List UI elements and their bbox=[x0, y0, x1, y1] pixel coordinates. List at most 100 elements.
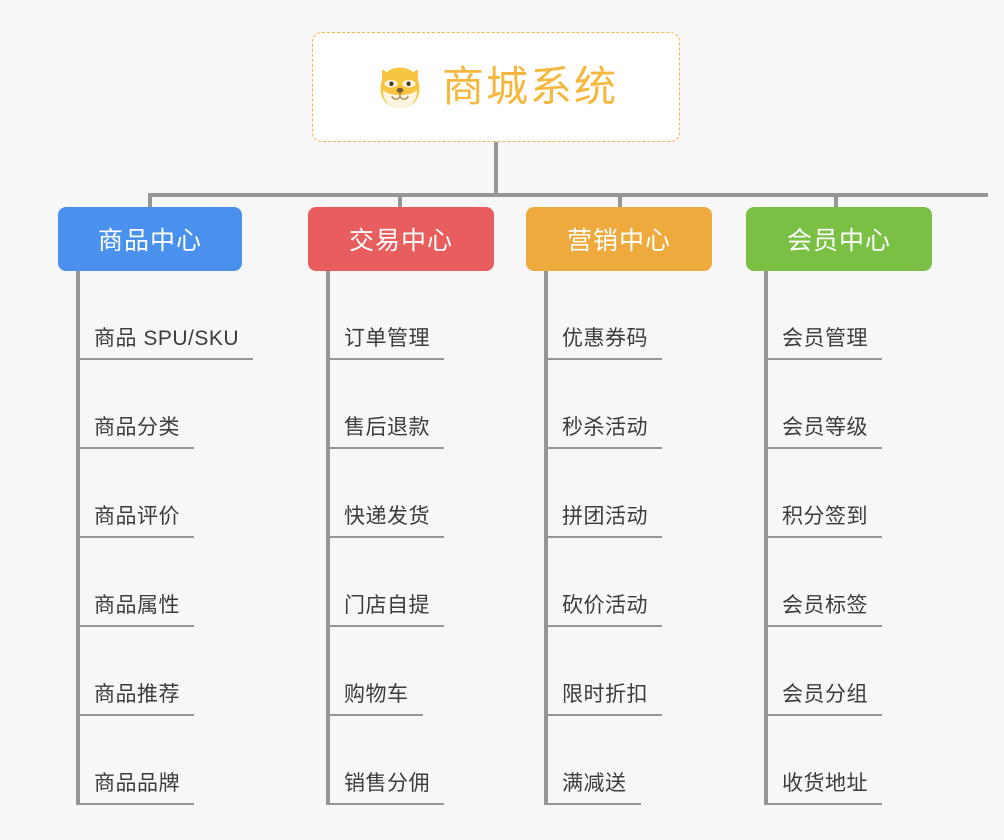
leaf-item[interactable]: 商品推荐 bbox=[76, 627, 253, 716]
leaf-item[interactable]: 拼团活动 bbox=[544, 449, 662, 538]
leaf-label: 收货地址 bbox=[782, 772, 868, 795]
leaf-label: 商品品牌 bbox=[94, 772, 180, 795]
leaf-item[interactable]: 限时折扣 bbox=[544, 627, 662, 716]
leaf-item[interactable]: 商品 SPU/SKU bbox=[76, 271, 254, 360]
leaf-underline: 商品属性 bbox=[80, 589, 194, 627]
branch-column-member: 会员中心会员管理会员等级积分签到会员标签会员分组收货地址 bbox=[746, 207, 932, 805]
leaf-underline: 优惠券码 bbox=[548, 322, 662, 360]
leaf-underline: 商品推荐 bbox=[80, 678, 194, 716]
leaf-label: 限时折扣 bbox=[562, 683, 648, 706]
leaf-label: 会员管理 bbox=[782, 327, 868, 350]
branch-spine-trade bbox=[326, 271, 330, 805]
leaf-label: 满减送 bbox=[562, 772, 627, 795]
connector-stem bbox=[494, 142, 498, 195]
leaf-label: 商品评价 bbox=[94, 505, 180, 528]
branch-column-trade: 交易中心订单管理售后退款快递发货门店自提购物车销售分佣 bbox=[308, 207, 494, 805]
leaf-underline: 售后退款 bbox=[330, 411, 444, 449]
connector-drop-3 bbox=[618, 193, 622, 209]
leaf-underline: 积分签到 bbox=[768, 500, 882, 538]
connector-drop-1 bbox=[148, 193, 152, 209]
leaf-label: 商品 SPU/SKU bbox=[94, 327, 240, 350]
leaf-item[interactable]: 商品属性 bbox=[76, 538, 253, 627]
leaf-label: 优惠券码 bbox=[562, 327, 648, 350]
leaf-item[interactable]: 售后退款 bbox=[326, 360, 444, 449]
leaf-label: 拼团活动 bbox=[562, 505, 648, 528]
leaf-item[interactable]: 商品品牌 bbox=[76, 716, 253, 805]
leaf-item[interactable]: 订单管理 bbox=[326, 271, 444, 360]
leaf-item[interactable]: 销售分佣 bbox=[326, 716, 444, 805]
leaf-underline: 商品分类 bbox=[80, 411, 194, 449]
branch-column-product: 商品中心商品 SPU/SKU 商品分类商品评价商品属性商品推荐商品品牌 bbox=[58, 207, 254, 805]
branch-spine-member bbox=[764, 271, 768, 805]
leaf-label: 积分签到 bbox=[782, 505, 868, 528]
leaf-list-member: 会员管理会员等级积分签到会员标签会员分组收货地址 bbox=[764, 271, 882, 805]
leaf-list-marketing: 优惠券码秒杀活动拼团活动砍价活动限时折扣满减送 bbox=[544, 271, 662, 805]
leaf-underline: 满减送 bbox=[548, 767, 641, 805]
leaf-label: 快递发货 bbox=[344, 505, 430, 528]
branch-column-marketing: 营销中心优惠券码秒杀活动拼团活动砍价活动限时折扣满减送 bbox=[526, 207, 712, 805]
shiba-dog-icon bbox=[380, 67, 420, 109]
leaf-label: 会员分组 bbox=[782, 683, 868, 706]
leaf-underline: 订单管理 bbox=[330, 322, 444, 360]
leaf-underline: 会员等级 bbox=[768, 411, 882, 449]
leaf-label: 门店自提 bbox=[344, 594, 430, 617]
leaf-item[interactable]: 砍价活动 bbox=[544, 538, 662, 627]
leaf-label: 购物车 bbox=[344, 683, 409, 706]
leaf-item[interactable]: 商品评价 bbox=[76, 449, 253, 538]
category-box-marketing[interactable]: 营销中心 bbox=[526, 207, 712, 271]
leaf-label: 商品属性 bbox=[94, 594, 180, 617]
category-label: 商品中心 bbox=[97, 227, 202, 255]
leaf-item[interactable]: 收货地址 bbox=[764, 716, 882, 805]
category-label: 营销中心 bbox=[566, 227, 671, 255]
root-title: 商城系统 bbox=[441, 63, 618, 110]
leaf-list-trade: 订单管理售后退款快递发货门店自提购物车销售分佣 bbox=[326, 271, 444, 805]
category-box-product[interactable]: 商品中心 bbox=[58, 207, 242, 271]
leaf-underline: 门店自提 bbox=[330, 589, 444, 627]
leaf-item[interactable]: 满减送 bbox=[544, 716, 662, 805]
leaf-underline: 会员管理 bbox=[768, 322, 882, 360]
category-label: 交易中心 bbox=[348, 227, 453, 255]
leaf-underline: 商品 SPU/SKU bbox=[80, 322, 254, 360]
leaf-underline: 收货地址 bbox=[768, 767, 882, 805]
leaf-item[interactable]: 购物车 bbox=[326, 627, 444, 716]
leaf-item[interactable]: 会员标签 bbox=[764, 538, 882, 627]
category-box-member[interactable]: 会员中心 bbox=[746, 207, 932, 271]
leaf-underline: 砍价活动 bbox=[548, 589, 662, 627]
leaf-label: 订单管理 bbox=[344, 327, 430, 350]
leaf-underline: 秒杀活动 bbox=[548, 411, 662, 449]
leaf-label: 销售分佣 bbox=[344, 772, 430, 795]
leaf-item[interactable]: 秒杀活动 bbox=[544, 360, 662, 449]
leaf-item[interactable]: 积分签到 bbox=[764, 449, 882, 538]
leaf-underline: 拼团活动 bbox=[548, 500, 662, 538]
leaf-underline: 商品品牌 bbox=[80, 767, 194, 805]
leaf-item[interactable]: 会员管理 bbox=[764, 271, 882, 360]
leaf-underline: 会员标签 bbox=[768, 589, 882, 627]
category-label: 会员中心 bbox=[786, 227, 891, 255]
leaf-underline: 会员分组 bbox=[768, 678, 882, 716]
leaf-label: 会员等级 bbox=[782, 416, 868, 439]
leaf-underline: 购物车 bbox=[330, 678, 423, 716]
leaf-label: 秒杀活动 bbox=[562, 416, 648, 439]
connector-bus bbox=[148, 193, 988, 197]
leaf-item[interactable]: 门店自提 bbox=[326, 538, 444, 627]
leaf-item[interactable]: 会员等级 bbox=[764, 360, 882, 449]
leaf-underline: 商品评价 bbox=[80, 500, 194, 538]
branch-spine-marketing bbox=[544, 271, 548, 805]
leaf-underline: 快递发货 bbox=[330, 500, 444, 538]
leaf-item[interactable]: 优惠券码 bbox=[544, 271, 662, 360]
connector-drop-2 bbox=[398, 193, 402, 209]
root-node[interactable]: 商城系统 bbox=[312, 32, 680, 142]
leaf-item[interactable]: 会员分组 bbox=[764, 627, 882, 716]
category-box-trade[interactable]: 交易中心 bbox=[308, 207, 494, 271]
leaf-item[interactable]: 商品分类 bbox=[76, 360, 253, 449]
leaf-label: 售后退款 bbox=[344, 416, 430, 439]
leaf-label: 商品分类 bbox=[94, 416, 180, 439]
leaf-label: 砍价活动 bbox=[562, 594, 648, 617]
branch-spine-product bbox=[76, 271, 80, 805]
connector-drop-4 bbox=[834, 193, 838, 209]
leaf-label: 会员标签 bbox=[782, 594, 868, 617]
leaf-list-product: 商品 SPU/SKU 商品分类商品评价商品属性商品推荐商品品牌 bbox=[76, 271, 254, 805]
leaf-item[interactable]: 快递发货 bbox=[326, 449, 444, 538]
leaf-underline: 销售分佣 bbox=[330, 767, 444, 805]
